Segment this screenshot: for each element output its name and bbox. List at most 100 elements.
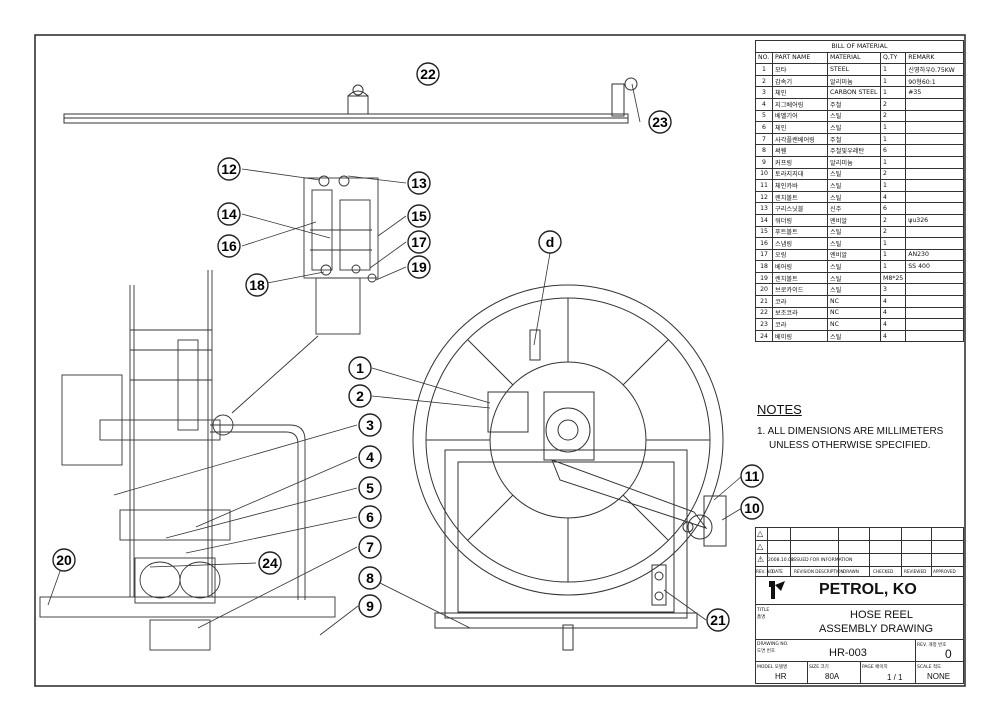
leader-lines xyxy=(47,83,743,636)
bom-cell: 신주 xyxy=(827,202,881,215)
rev-description: ISSUED FOR INFORMATION xyxy=(792,558,853,563)
bom-cell: NC xyxy=(827,295,881,308)
bom-cell: 스냅링 xyxy=(772,237,828,250)
bom-cell: 베어링 xyxy=(772,260,828,273)
bom-cell xyxy=(905,190,964,204)
bom-cell: SS 400 xyxy=(905,260,964,273)
notes-line-2: UNLESS OTHERWISE SPECIFIED. xyxy=(769,440,931,451)
callout-6: 6 xyxy=(358,505,382,529)
bom-cell: 스틸 xyxy=(827,271,881,285)
callout-label: 16 xyxy=(221,238,237,254)
drawing-number: HR-003 xyxy=(829,647,867,659)
bom-cell: 5 xyxy=(755,109,773,123)
bom-cell: 1 xyxy=(879,179,907,192)
bom-cell: 스틸 xyxy=(827,237,881,250)
callout-10: 10 xyxy=(740,496,764,520)
callout-20: 20 xyxy=(52,548,76,572)
bom-cell: 엔비알 xyxy=(827,248,881,262)
bom-cell: 스틸 xyxy=(827,329,881,343)
bom-cell: 2 xyxy=(879,225,907,239)
callout-label: 23 xyxy=(652,114,668,130)
bom-cell xyxy=(905,225,964,239)
bom-cell: 알리미늄 xyxy=(827,74,881,88)
rev-head-drawn: DRAWN xyxy=(843,569,859,574)
bom-cell: 구리스닛블 xyxy=(772,202,828,215)
bom-cell: 토라지지대 xyxy=(772,167,828,181)
callout-19: 19 xyxy=(407,255,431,279)
bom-cell: 6 xyxy=(755,121,773,134)
callout-label: 20 xyxy=(56,552,72,568)
bom-cell: 8 xyxy=(755,144,773,157)
callout-label: 3 xyxy=(366,417,374,433)
bom-cell: 베이링 xyxy=(772,329,828,343)
bom-cell: 엔비알 xyxy=(827,213,881,227)
callout-label: 8 xyxy=(366,570,374,586)
callout-18: 18 xyxy=(245,273,269,297)
bom-cell: #35 xyxy=(905,86,964,99)
bom-cell: 감속기 xyxy=(772,74,828,88)
bom-cell xyxy=(905,329,964,343)
bom-cell xyxy=(905,318,964,331)
bom-header-cell: Q,TY xyxy=(879,51,907,65)
bom-cell xyxy=(905,179,964,192)
title-label-kr: 품명 xyxy=(757,615,766,620)
bom-cell xyxy=(905,109,964,123)
bom-cell: 12 xyxy=(755,190,773,204)
callout-7: 7 xyxy=(358,535,382,559)
bom-cell: 4 xyxy=(879,295,907,308)
bom-cell xyxy=(905,132,964,146)
bom-cell: 써휀 xyxy=(772,144,828,157)
bom-cell: 7 xyxy=(755,132,773,146)
bom-cell: 스틸 xyxy=(827,225,881,239)
bom-cell: 1 xyxy=(879,63,907,76)
callout-label: 5 xyxy=(366,480,374,496)
callout-label: 4 xyxy=(366,449,374,465)
bom-cell: 19 xyxy=(755,271,773,285)
notes-heading: NOTES xyxy=(757,402,802,417)
bom-header-cell: NO. xyxy=(755,51,773,65)
bom-cell: 1 xyxy=(879,74,907,88)
bom-cell: STEEL xyxy=(827,63,881,76)
rev-triangle-2: △ xyxy=(757,542,764,551)
swivel-detail xyxy=(231,175,379,414)
callout-label: 7 xyxy=(366,539,374,555)
title-label: TITLE xyxy=(757,608,770,613)
notes-line-1: 1. ALL DIMENSIONS ARE MILLIMETERS xyxy=(757,426,944,437)
bom-cell: 11 xyxy=(755,179,773,192)
bom-cell: 13 xyxy=(755,202,773,215)
callout-d: d xyxy=(538,230,562,254)
bom-cell: 지그베어링 xyxy=(772,97,828,111)
bom-cell: 1 xyxy=(879,155,907,169)
callout-9: 9 xyxy=(358,594,382,618)
callout-4: 4 xyxy=(358,445,382,469)
bom-cell: 스틸 xyxy=(827,121,881,134)
callout-label: 24 xyxy=(262,555,278,571)
bom-cell: 4 xyxy=(755,97,773,111)
bom-cell: 1 xyxy=(879,248,907,262)
callout-label: 12 xyxy=(221,161,237,177)
rev-label: REV. 개정 번호 xyxy=(917,643,947,648)
top-rail xyxy=(63,77,638,124)
notes-block: NOTES 1. ALL DIMENSIONS ARE MILLIMETERS … xyxy=(757,402,943,453)
bom-cell xyxy=(905,202,964,215)
bom-cell: 푸트볼트 xyxy=(772,225,828,239)
bom-cell: 렌치볼트 xyxy=(772,271,828,285)
callout-label: 18 xyxy=(249,277,265,293)
bom-cell: 코라 xyxy=(772,295,828,308)
